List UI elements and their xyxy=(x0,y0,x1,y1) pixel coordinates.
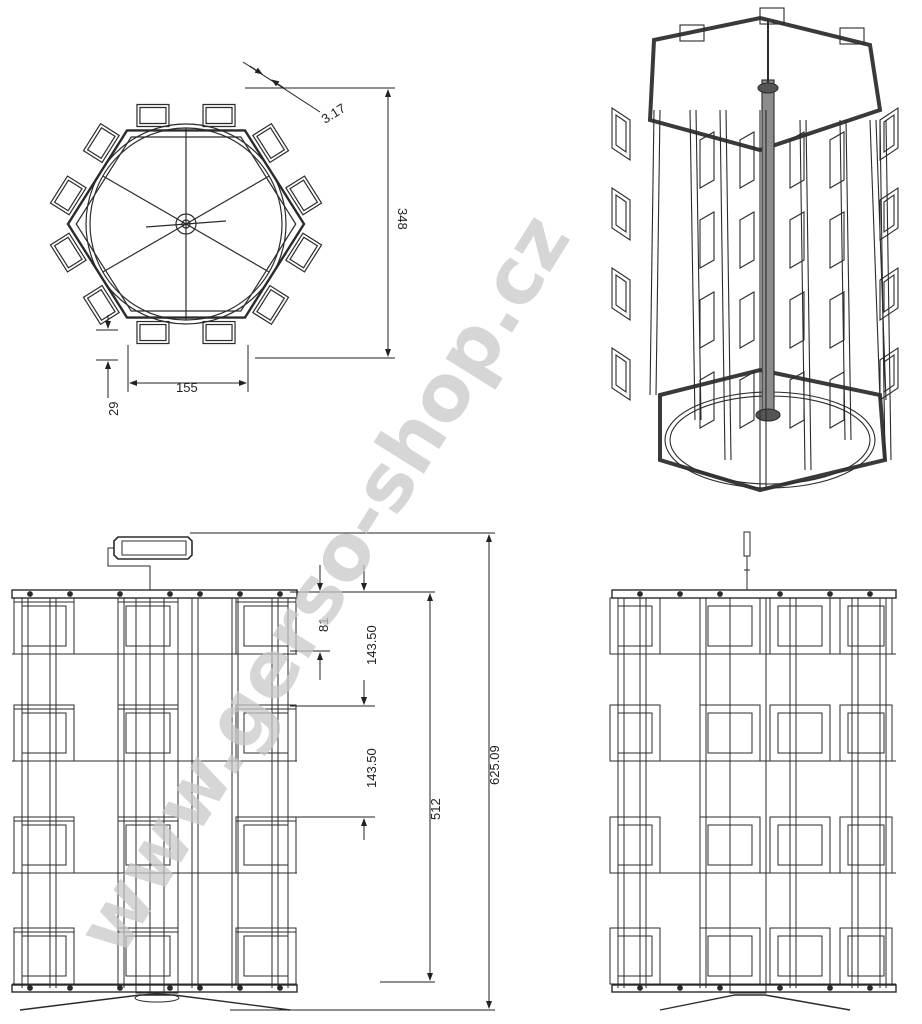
top-base-ring xyxy=(85,123,287,325)
top-spoke xyxy=(185,223,270,273)
iso-pocket xyxy=(829,371,845,429)
iso-upright xyxy=(879,119,886,461)
front-pocket xyxy=(117,816,179,874)
top-pocket xyxy=(82,284,121,326)
iso-pocket xyxy=(879,266,899,322)
side-pocket xyxy=(839,704,893,762)
top-pocket xyxy=(202,320,236,345)
top-pocket xyxy=(49,232,87,273)
dim-body-label: 512 xyxy=(428,798,443,820)
dim-height-label: 348 xyxy=(395,208,410,230)
iso-pocket xyxy=(739,211,755,269)
iso-pocket xyxy=(789,291,805,349)
watermark: www.gerso-shop.cz xyxy=(60,199,588,970)
top-hex-inner xyxy=(75,136,297,312)
front-pocket xyxy=(235,816,297,874)
top-pocket xyxy=(285,232,323,273)
top-pocket xyxy=(136,320,170,345)
side-pocket xyxy=(609,927,661,985)
iso-pocket xyxy=(739,371,755,429)
iso-pocket xyxy=(829,291,845,349)
side-pocket xyxy=(609,704,661,762)
dim-wire-label: 3.17 xyxy=(319,100,348,126)
iso-pocket xyxy=(829,131,845,189)
side-pocket xyxy=(769,597,831,655)
front-view-dimensions xyxy=(190,532,495,1011)
iso-upright xyxy=(649,109,655,396)
iso-top-pocket xyxy=(679,24,705,42)
dim-pitch-upper-label: 143.50 xyxy=(364,625,379,665)
front-base xyxy=(19,994,291,1011)
dim-tier-label: 81 xyxy=(316,618,331,632)
top-pocket xyxy=(49,175,87,216)
iso-pocket xyxy=(739,131,755,189)
front-pocket xyxy=(117,597,179,655)
front-pocket xyxy=(235,927,297,985)
top-spoke xyxy=(102,175,187,225)
side-base xyxy=(659,994,851,1011)
side-pocket xyxy=(769,816,831,874)
iso-pocket xyxy=(879,186,899,242)
front-sign-holder xyxy=(113,536,193,560)
top-hex-frame xyxy=(66,129,306,319)
top-pocket xyxy=(251,122,290,164)
top-pocket xyxy=(82,122,121,164)
side-pocket xyxy=(769,927,831,985)
iso-pocket xyxy=(879,346,899,402)
top-pocket xyxy=(251,284,290,326)
iso-top-pocket xyxy=(839,27,865,45)
side-pocket xyxy=(839,816,893,874)
front-pocket xyxy=(13,704,75,762)
iso-pocket xyxy=(789,211,805,269)
top-spoke xyxy=(185,175,270,225)
iso-pocket xyxy=(739,291,755,349)
front-pocket xyxy=(13,816,75,874)
iso-pole xyxy=(761,79,775,421)
iso-upright xyxy=(719,109,726,461)
side-pocket xyxy=(609,597,661,655)
top-view-dimensions xyxy=(96,61,395,398)
iso-pocket xyxy=(611,266,631,322)
iso-pocket xyxy=(879,106,899,162)
front-pocket xyxy=(13,597,75,655)
isometric-view xyxy=(611,7,899,493)
front-pocket xyxy=(13,927,75,985)
iso-pocket xyxy=(699,211,715,269)
top-pocket xyxy=(285,175,323,216)
iso-pocket xyxy=(611,186,631,242)
top-view xyxy=(49,103,323,345)
side-pocket xyxy=(609,816,661,874)
top-hub xyxy=(175,213,197,235)
front-view xyxy=(11,536,298,1011)
iso-pocket xyxy=(789,131,805,189)
iso-pocket xyxy=(699,291,715,349)
dim-pitch-lower-label: 143.50 xyxy=(364,748,379,788)
top-pocket xyxy=(202,103,236,128)
dim-width-label: 155 xyxy=(176,380,198,395)
side-pocket xyxy=(839,927,893,985)
top-spoke xyxy=(102,223,187,273)
iso-pocket xyxy=(699,371,715,429)
dim-offset-label: 29 xyxy=(106,402,121,416)
iso-pocket xyxy=(789,371,805,429)
iso-top-pocket xyxy=(759,7,785,25)
side-view xyxy=(609,531,897,1011)
iso-upright xyxy=(869,119,881,401)
iso-pocket xyxy=(611,346,631,402)
side-pocket xyxy=(769,704,831,762)
side-pocket xyxy=(839,597,893,655)
iso-upright xyxy=(689,109,696,421)
iso-pocket xyxy=(699,131,715,189)
iso-pocket xyxy=(611,106,631,162)
dim-overall-label: 625.09 xyxy=(487,745,502,785)
top-pocket xyxy=(136,103,170,128)
iso-pocket xyxy=(829,211,845,269)
